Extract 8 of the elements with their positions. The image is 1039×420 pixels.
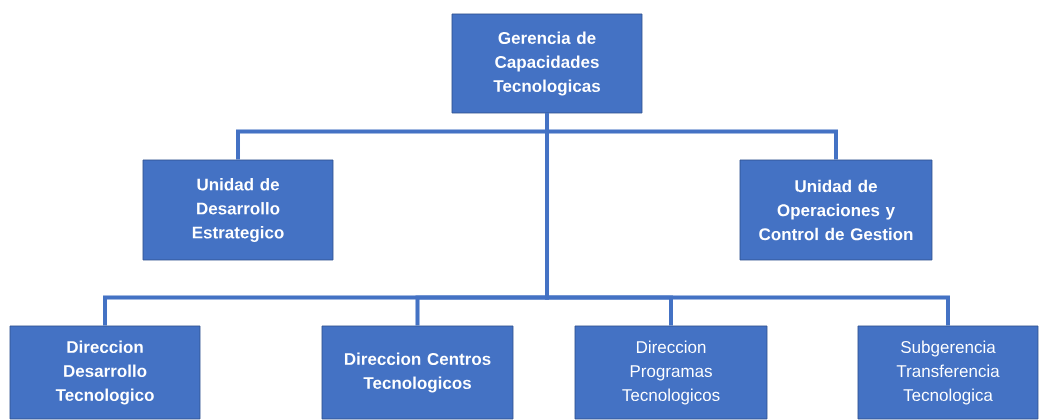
org-box: Subgerencia Transferencia Tecnologica: [857, 325, 1039, 420]
org-box: Direccion Desarrollo Tecnologico: [9, 325, 201, 420]
org-box: Direccion Programas Tecnologicos: [574, 325, 768, 420]
org-box: Unidad de Desarrollo Estrategico: [142, 159, 334, 261]
connector: [545, 113, 950, 326]
org-box: Gerencia de Capacidades Tecnologicas: [451, 13, 643, 114]
org-box: Unidad de Operaciones y Control de Gestion: [739, 159, 933, 261]
org-box: Direccion Centros Tecnologicos: [321, 325, 514, 420]
